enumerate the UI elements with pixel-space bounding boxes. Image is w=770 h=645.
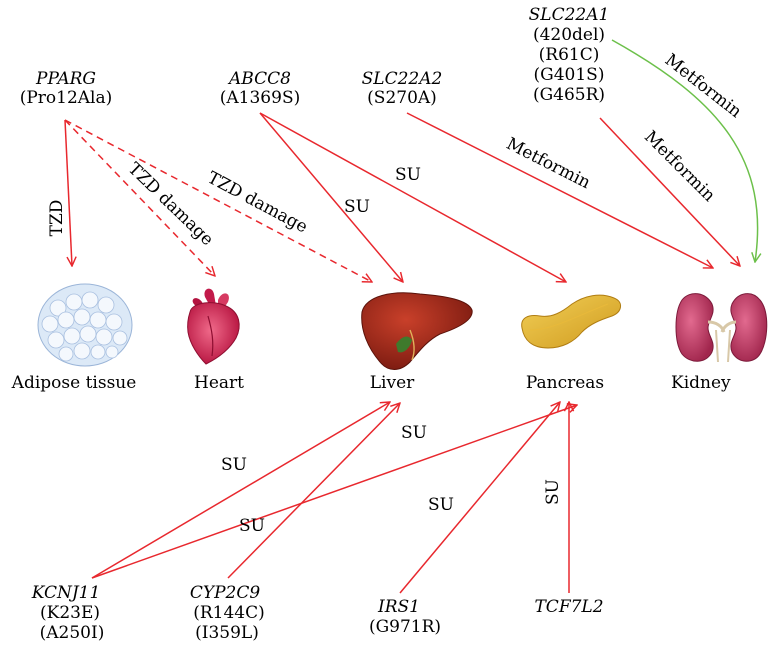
gene-abcc8: ABCC8 (A1369S) — [220, 69, 300, 108]
gene-variant: (Pro12Ala) — [20, 88, 113, 108]
edge-label-su-kcnj11-liver: SU — [221, 455, 247, 475]
liver-icon — [362, 293, 472, 370]
kidney-icon — [676, 294, 767, 362]
gene-name: IRS1 — [377, 597, 420, 617]
gene-variant: (420del) — [533, 25, 605, 45]
organ-label: Pancreas — [526, 373, 604, 393]
gene-pparg: PPARG (Pro12Ala) — [20, 69, 113, 108]
arrow-kcnj11-liver — [92, 402, 390, 578]
gene-variant: (A250I) — [40, 623, 105, 643]
gene-name: KCNJ11 — [31, 583, 101, 603]
edge-label-su-irs1: SU — [428, 495, 454, 515]
organ-label: Kidney — [671, 373, 731, 393]
gene-variant: (I359L) — [195, 623, 259, 643]
edge-label-tzd-damage-liver: TZD damage — [204, 168, 311, 237]
arrow-slc22a2-kidney — [407, 113, 713, 268]
heart-icon — [188, 289, 240, 364]
edge-label-su-tcf7l2: SU — [543, 479, 563, 505]
edge-label-su-kcnj11-pancreas: SU — [401, 423, 427, 443]
organ-kidney: Kidney — [671, 294, 767, 393]
gene-variant: (A1369S) — [220, 88, 300, 108]
arrow-kcnj11-pancreas — [92, 405, 577, 578]
gene-variant: (G971R) — [369, 617, 441, 637]
arrow-cyp2c9-liver — [228, 403, 400, 578]
organ-pancreas: Pancreas — [522, 295, 621, 393]
arrow-slc22a1-kidney-red — [600, 118, 740, 266]
gene-kcnj11: KCNJ11 (K23E) (A250I) — [31, 583, 105, 643]
edge-label-su-abcc8-liver: SU — [344, 197, 370, 217]
gene-name: SLC22A1 — [529, 5, 610, 25]
arrow-abcc8-liver — [260, 113, 403, 282]
edge-label-metformin-slc22a1-red: Metformin — [640, 127, 719, 206]
gene-variant: (G465R) — [533, 85, 605, 105]
gene-tcf7l2: TCF7L2 — [534, 597, 603, 617]
gene-slc22a1: SLC22A1 (420del) (R61C) (G401S) (G465R) — [529, 5, 610, 105]
organ-liver: Liver — [362, 293, 472, 393]
arrow-pparg-adipose — [65, 120, 72, 266]
gene-variant: (S270A) — [367, 88, 437, 108]
genes-top: PPARG (Pro12Ala) ABCC8 (A1369S) SLC22A2 … — [20, 5, 610, 108]
arrow-pparg-liver — [65, 120, 372, 282]
gene-variant: (G401S) — [534, 65, 605, 85]
edge-label-tzd: TZD — [47, 200, 67, 237]
arrow-pparg-heart — [65, 120, 215, 276]
organ-label: Adipose tissue — [11, 373, 137, 393]
gene-slc22a2: SLC22A2 (S270A) — [362, 69, 443, 108]
organ-label: Heart — [194, 373, 244, 393]
gene-name: TCF7L2 — [534, 597, 603, 617]
gene-variant: (R144C) — [193, 603, 265, 623]
gene-name: ABCC8 — [227, 69, 291, 89]
adipose-tissue-icon — [38, 284, 132, 366]
gene-name: CYP2C9 — [190, 583, 260, 603]
gene-irs1: IRS1 (G971R) — [369, 597, 441, 637]
gene-variant: (K23E) — [40, 603, 100, 623]
genes-bottom: KCNJ11 (K23E) (A250I) CYP2C9 (R144C) (I3… — [31, 583, 604, 643]
organ-label: Liver — [370, 373, 415, 393]
edge-label-tzd-damage-heart: TZD damage — [124, 159, 217, 250]
gene-name: SLC22A2 — [362, 69, 443, 89]
organ-adipose: Adipose tissue — [11, 284, 137, 393]
arrows-bottom — [92, 402, 577, 593]
gene-cyp2c9: CYP2C9 (R144C) (I359L) — [190, 583, 265, 643]
edge-label-metformin-slc22a1-green: Metformin — [661, 50, 745, 122]
pancreas-icon — [522, 295, 621, 348]
organ-heart: Heart — [188, 289, 245, 393]
edge-label-su-cyp2c9: SU — [239, 516, 265, 536]
gene-variant: (R61C) — [539, 45, 600, 65]
edge-label-su-abcc8-pancreas: SU — [395, 165, 421, 185]
gene-name: PPARG — [35, 69, 96, 89]
